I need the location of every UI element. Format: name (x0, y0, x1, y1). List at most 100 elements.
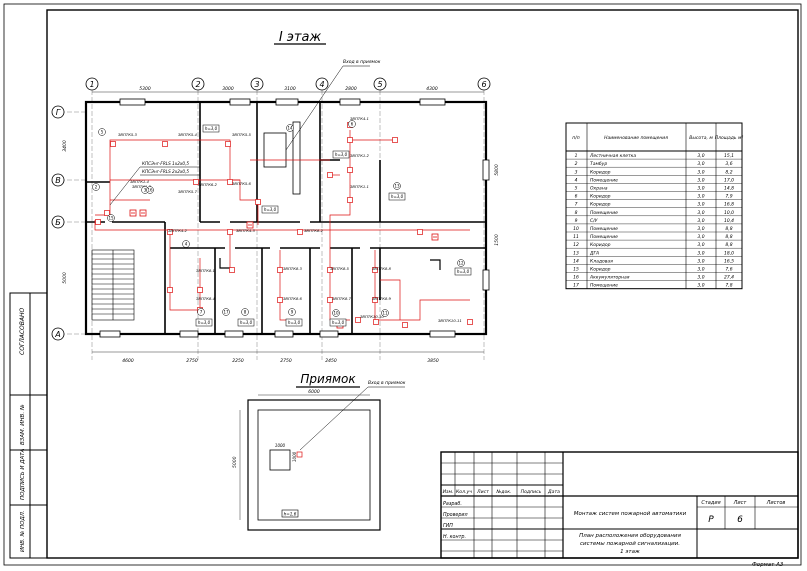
room-table-cell: Помещение (590, 177, 618, 183)
device-label: ЗВПТК5.3 (118, 132, 138, 137)
axis-label: Г (56, 108, 61, 117)
height-tag-box (332, 150, 350, 159)
room-number-bubble (348, 120, 356, 128)
height-tag: h=3,0 (335, 152, 348, 157)
device-label: ЗВПТК8.8 (372, 266, 392, 271)
device-label: ЗВПТК1.1 (350, 184, 369, 189)
room-number: 10 (333, 311, 339, 316)
room-table-cell: 14 (573, 258, 579, 264)
smoke-detector (225, 141, 231, 147)
room-table-cell: Коридор (590, 267, 611, 273)
room-number-bubble (146, 186, 154, 194)
detectors (95, 122, 473, 329)
dim-bottom: 2250 (232, 358, 244, 364)
room-table-cell: ДГА (589, 250, 599, 256)
room-table-cell: 3,0 (697, 186, 704, 192)
axis-bubble-3 (250, 77, 264, 91)
room-table-cell: Коридор (590, 242, 611, 248)
room-table-cell: 3,0 (697, 177, 704, 183)
room-table-cell: 11 (573, 234, 579, 240)
room-table-cell: 7,8 (725, 283, 732, 289)
pit-hatch-dim-w: 1000 (275, 443, 286, 448)
smoke-detector (167, 229, 173, 235)
room-table-cell: Помещение (590, 283, 618, 289)
room-table-cell: 3,0 (697, 283, 704, 289)
smoke-detector (297, 229, 303, 235)
room-table-cell: 8,8 (725, 242, 732, 248)
tb-role: ГИП (443, 523, 453, 529)
room-table-cell: 17,0 (724, 177, 734, 183)
device-label: ЗВПТК1.3 (132, 184, 152, 189)
room-table-cell: 7,9 (725, 194, 732, 200)
room-table-cell: 8,8 (725, 226, 732, 232)
staircase (91, 249, 135, 321)
tb-system-name: Монтаж систем пожарной автоматики (574, 511, 687, 517)
entrance-label-top: Вход в приямок (343, 59, 381, 65)
smoke-detector (347, 167, 353, 173)
dim-bottom: 2750 (186, 358, 198, 364)
room-table-cell: 16,8 (724, 202, 734, 208)
tb-sheets-header: Листов (766, 500, 786, 506)
smoke-detector (193, 179, 199, 185)
axis-bubble-5 (373, 77, 387, 91)
stair-treads (92, 253, 134, 315)
tb-sheet-title-1: План расположения оборудования (579, 533, 681, 539)
device-label: ЗВПТК8.7 (332, 296, 352, 301)
room-table-cell: 3,0 (697, 218, 704, 224)
room-number-bubble (92, 183, 100, 191)
device-label: ЗВПТК6.2 (198, 182, 218, 187)
room-table-cell: 16,5 (724, 258, 734, 264)
height-tag: h=3,0 (457, 269, 470, 274)
room-number-bubble (393, 182, 401, 190)
axis-label: Б (55, 218, 61, 227)
room-table-cell: 3,0 (697, 202, 704, 208)
smoke-detector (417, 229, 423, 235)
room-table-cell: 8 (575, 210, 578, 216)
room-table-cell: Коридор (590, 202, 611, 208)
room-table-cell: 10 (573, 226, 579, 232)
room-number-bubble (457, 259, 465, 267)
room-table-cell: 17 (573, 283, 579, 289)
dim-right: 1500 (494, 234, 500, 246)
tb-role: Разраб. (443, 501, 462, 507)
windows (99, 98, 490, 338)
device-label: ЗВПТК10.11 (438, 318, 462, 323)
tb-stage-header: Стадия (701, 500, 720, 506)
smoke-detector (392, 137, 398, 143)
room-number-bubble (98, 128, 106, 136)
room-table-cell: Помещение (590, 234, 618, 240)
tb-col-header: Лист (476, 489, 489, 495)
height-tag-box (195, 318, 213, 327)
smoke-detector (227, 179, 233, 185)
room-number-bubble (288, 308, 296, 316)
room-table-cell: 3,0 (697, 194, 704, 200)
room-number: 11 (382, 311, 388, 316)
tb-role: Проверил (443, 512, 468, 518)
smoke-detector (355, 317, 361, 323)
axis-bubble-row (51, 327, 65, 341)
room-number-bubble (182, 240, 190, 248)
axis-label: В (55, 176, 61, 185)
room-number: 4 (185, 242, 188, 247)
room-number: 12 (458, 261, 464, 266)
smoke-detector (327, 172, 333, 178)
room-table-cell: 4 (575, 177, 578, 183)
smoke-detector (402, 322, 408, 328)
device-label: ЗВПТК5.7 (178, 189, 198, 194)
device-label: ЗВПТК5.4 (178, 132, 198, 137)
room-table-cell: 2 (575, 161, 578, 167)
alarm-loop-cables (94, 130, 470, 321)
device-label: ЗВПТК8.1 (196, 268, 215, 273)
dim-left: 3400 (62, 140, 68, 152)
pit-dim-height: 5000 (232, 456, 238, 468)
room-table-cell: Коридор (590, 169, 611, 175)
height-tag-box (388, 192, 406, 201)
smoke-detector (104, 210, 110, 216)
smoke-detector (197, 287, 203, 293)
dim-top: 2800 (345, 86, 357, 92)
room-table-header: Высота, м (689, 135, 713, 141)
